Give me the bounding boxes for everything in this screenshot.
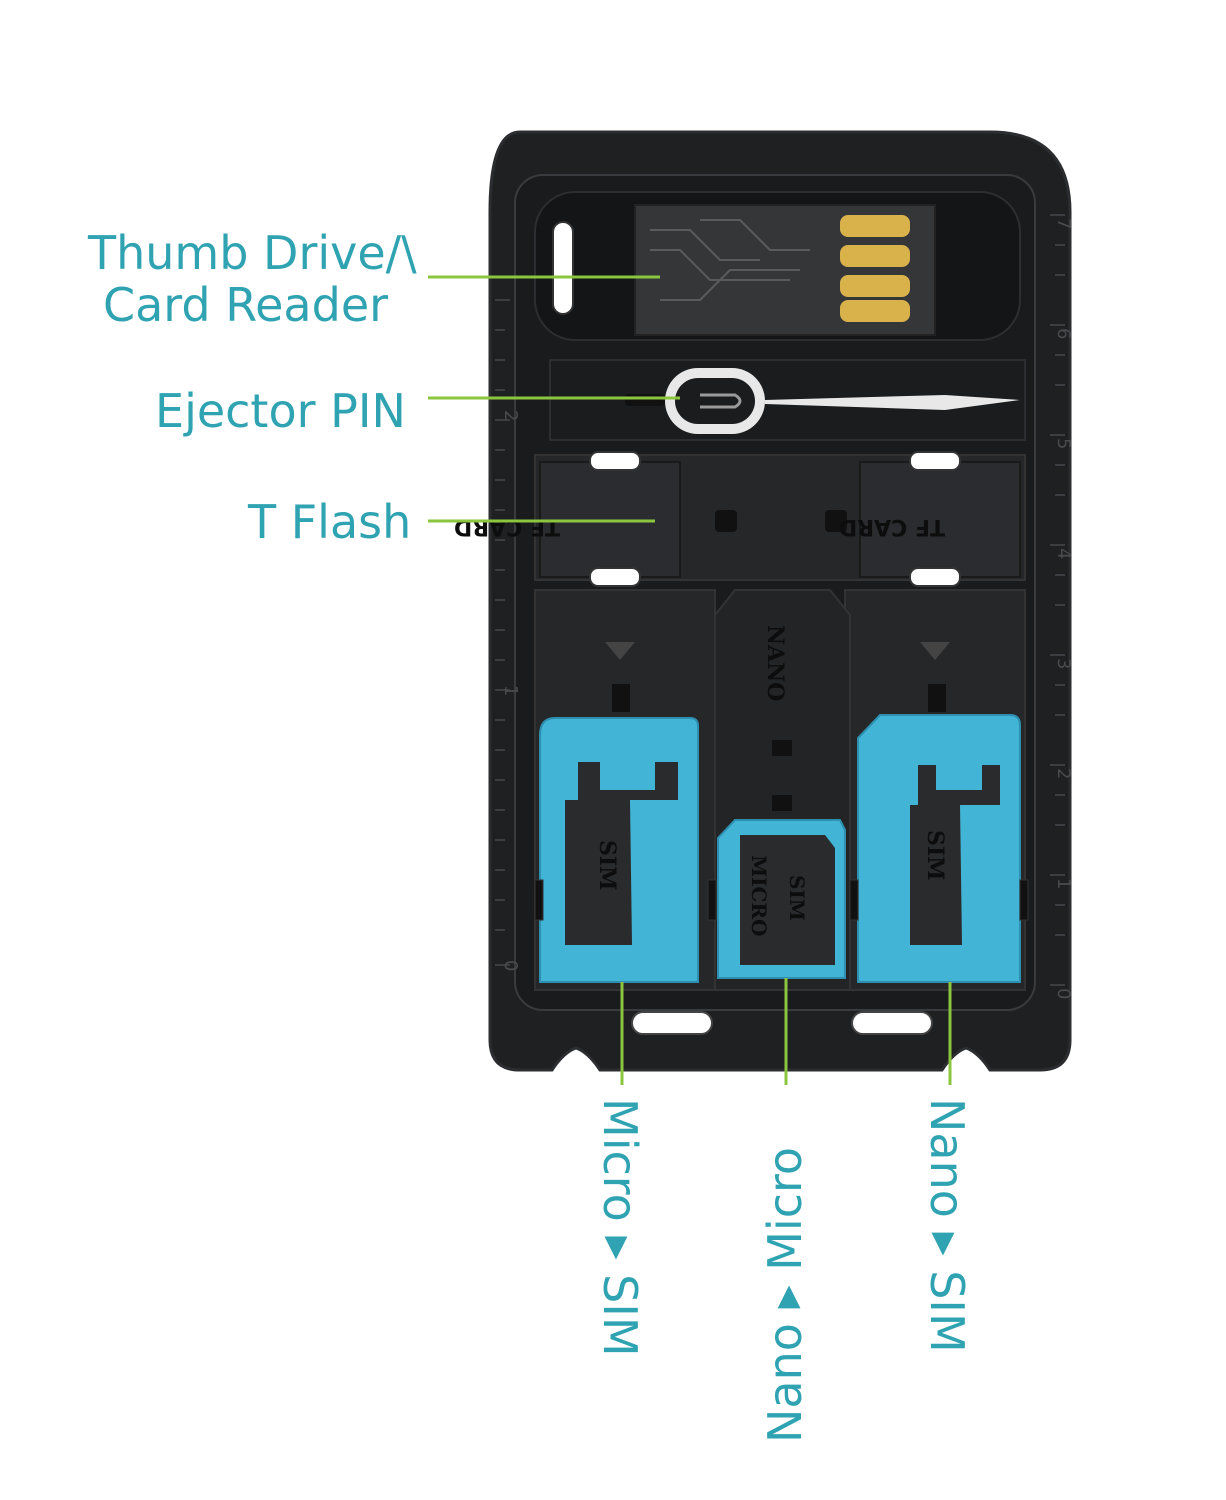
triangle-down-icon (920, 642, 950, 660)
nano-micro-cutout (740, 835, 835, 965)
card-reader-label: Card Reader (103, 278, 389, 332)
sim-label-right: SIM (922, 830, 948, 881)
sim-label-left: SIM (594, 840, 620, 891)
ejector-pin-label: Ejector PIN (155, 384, 406, 438)
nano-sim-cutout (910, 765, 1000, 945)
ruler-right-mark-0: 0 (1053, 988, 1074, 999)
ejector-pin-icon (625, 368, 1020, 434)
tf-notch-top-left (589, 451, 641, 471)
nano-hole-2 (772, 795, 792, 811)
tf-card-label-left: TF CARD (454, 514, 560, 539)
tflash-label: T Flash (248, 495, 412, 549)
ruler-right-mark-7: 7 (1053, 218, 1074, 229)
ruler-right-mark-6: 6 (1053, 328, 1074, 339)
pcb-traces (650, 219, 810, 301)
tf-hole-left (715, 510, 737, 532)
ruler-right-mark-1: 1 (1053, 878, 1074, 889)
ruler-left (495, 299, 510, 966)
ruler-left-mark-2: 2 (500, 410, 521, 421)
nano-micro-label: Nano ▸ Micro (758, 1146, 812, 1443)
usb-contacts-icon (840, 215, 910, 322)
tf-notch-top-right (909, 451, 961, 471)
ruler-right (1050, 214, 1065, 986)
sim-right-tab (928, 684, 946, 712)
tf-card-right-slot (859, 461, 1021, 578)
ruler-right-mark-3: 3 (1053, 658, 1074, 669)
micro-label: MICRO (747, 855, 771, 936)
bottom-slot-left (631, 1011, 713, 1035)
usb-lanyard-slot (552, 221, 574, 315)
tf-hole-right (825, 510, 847, 532)
ruler-left-mark-1: 1 (500, 685, 521, 696)
nano-hole-1 (772, 740, 792, 756)
leader-lines (428, 275, 952, 1085)
nano-sim-label: Nano ▸ SIM (920, 1098, 974, 1353)
ruler-left-mark-0: 0 (500, 960, 521, 971)
triangle-down-icon (605, 642, 635, 660)
side-clips (534, 879, 1029, 921)
thumb-drive-label: Thumb Drive/\ (88, 226, 417, 280)
tf-notch-bottom-left (589, 567, 641, 587)
ruler-right-mark-4: 4 (1053, 548, 1074, 559)
tf-notch-bottom-right (909, 567, 961, 587)
nano-label: NANO (762, 625, 788, 701)
bottom-slot-right (851, 1011, 933, 1035)
tf-card-label-right: TF CARD (839, 514, 945, 539)
micro-sim-label: Micro ▸ SIM (593, 1098, 647, 1357)
ruler-right-mark-2: 2 (1053, 768, 1074, 779)
sim-label-center: SIM (785, 875, 809, 921)
micro-sim-cutout (565, 762, 678, 945)
ruler-right-mark-5: 5 (1053, 438, 1074, 449)
sim-left-tab (612, 684, 630, 712)
